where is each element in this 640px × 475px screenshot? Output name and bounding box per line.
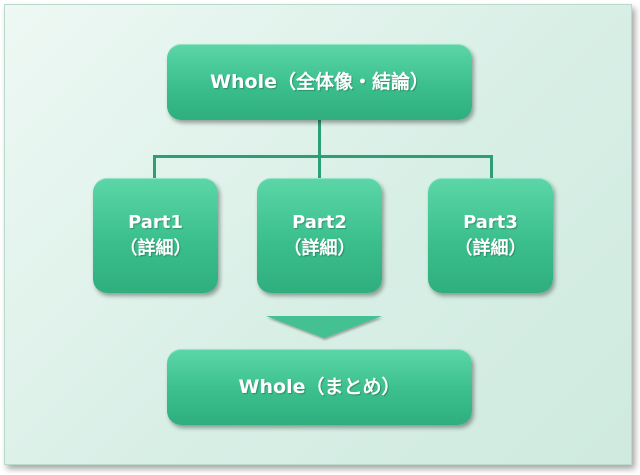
part1-box: Part1 （詳細）: [93, 178, 218, 293]
part1-subtitle: （詳細）: [119, 237, 192, 259]
connector-horizontal: [153, 155, 493, 158]
whole-summary-label: Whole（まとめ）: [238, 376, 401, 398]
part3-box: Part3 （詳細）: [428, 178, 553, 293]
connector-part3: [490, 155, 493, 178]
connector-part2: [318, 155, 321, 178]
whole-summary-box: Whole（まとめ）: [167, 349, 472, 425]
part2-title: Part2: [292, 211, 347, 233]
connector-trunk: [318, 120, 321, 157]
part3-subtitle: （詳細）: [454, 237, 527, 259]
part2-box: Part2 （詳細）: [257, 178, 382, 293]
down-arrow-icon: [266, 316, 382, 338]
part3-title: Part3: [463, 211, 518, 233]
whole-overview-label: Whole（全体像・結論）: [210, 71, 429, 93]
part2-subtitle: （詳細）: [283, 237, 356, 259]
part1-title: Part1: [128, 211, 183, 233]
whole-overview-box: Whole（全体像・結論）: [167, 44, 472, 120]
connector-part1: [153, 155, 156, 178]
